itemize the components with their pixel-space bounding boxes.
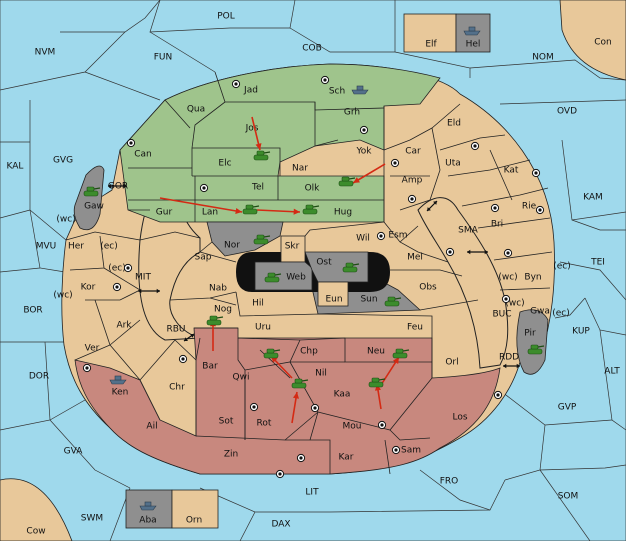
supply-center-icon	[531, 168, 541, 178]
supply-center-icon	[310, 403, 320, 413]
sea-connection-arrow	[503, 363, 520, 369]
supply-center-icon	[493, 390, 503, 400]
army-unit-icon[interactable]	[253, 234, 271, 245]
fleet-unit-icon[interactable]	[139, 501, 157, 511]
fleet-unit-icon[interactable]	[109, 375, 127, 385]
sea-connection-arrow	[467, 249, 488, 255]
move-order-arrow	[352, 163, 386, 184]
move-order-arrow	[374, 383, 382, 410]
army-unit-icon[interactable]	[242, 204, 260, 215]
supply-center-icon	[503, 248, 513, 258]
supply-center-icon	[407, 194, 417, 204]
region-pir	[516, 309, 549, 375]
sea-connection-arrow	[138, 288, 160, 294]
supply-center-icon	[391, 445, 401, 455]
land-eun	[317, 281, 349, 307]
sea-connection-arrow	[108, 183, 127, 189]
sea-connection-arrow	[183, 333, 195, 342]
move-order-arrow	[291, 391, 300, 424]
move-order-arrow	[380, 356, 400, 386]
army-unit-icon[interactable]	[302, 204, 320, 215]
army-unit-icon[interactable]	[527, 344, 545, 355]
supply-center-icon	[320, 75, 330, 85]
supply-center-icon	[377, 420, 387, 430]
supply-center-icon	[501, 294, 511, 304]
supply-center-icon	[178, 354, 188, 364]
supply-center-icon	[535, 205, 545, 215]
land-elf	[403, 13, 457, 53]
army-unit-icon[interactable]	[264, 272, 282, 283]
land-orn	[171, 489, 219, 529]
supply-center-icon	[231, 79, 241, 89]
move-order-arrow	[159, 197, 243, 214]
army-unit-icon[interactable]	[291, 378, 309, 389]
sea-connection-arrow	[426, 200, 438, 212]
army-unit-icon[interactable]	[338, 176, 356, 187]
supply-center-icon	[199, 183, 209, 193]
supply-center-icon	[470, 141, 480, 151]
supply-center-icon	[275, 469, 285, 479]
army-unit-icon[interactable]	[83, 186, 101, 197]
supply-center-icon	[123, 263, 133, 273]
supply-center-icon	[376, 231, 386, 241]
move-order-arrow	[251, 116, 262, 151]
army-unit-icon[interactable]	[392, 348, 410, 359]
move-order-arrow	[256, 208, 301, 215]
supply-center-icon	[359, 125, 369, 135]
army-unit-icon[interactable]	[368, 377, 386, 388]
army-unit-icon[interactable]	[253, 150, 271, 161]
army-unit-icon[interactable]	[384, 296, 402, 307]
supply-center-icon	[390, 158, 400, 168]
supply-center-icon	[445, 247, 455, 257]
region-green	[119, 63, 441, 223]
supply-center-icon	[112, 282, 122, 292]
supply-center-icon	[82, 363, 92, 373]
fleet-unit-icon[interactable]	[463, 26, 481, 36]
army-unit-icon[interactable]	[206, 315, 224, 326]
supply-center-icon	[490, 203, 500, 213]
supply-center-icon	[249, 402, 259, 412]
fleet-unit-icon[interactable]	[351, 85, 369, 95]
land-skr	[280, 235, 306, 263]
province-borders	[65, 71, 553, 475]
army-unit-icon[interactable]	[342, 262, 360, 273]
army-unit-icon[interactable]	[263, 348, 281, 359]
land-web	[254, 261, 313, 291]
supply-center-icon	[296, 453, 306, 463]
supply-center-icon	[126, 138, 136, 148]
land-gaw	[73, 165, 105, 231]
